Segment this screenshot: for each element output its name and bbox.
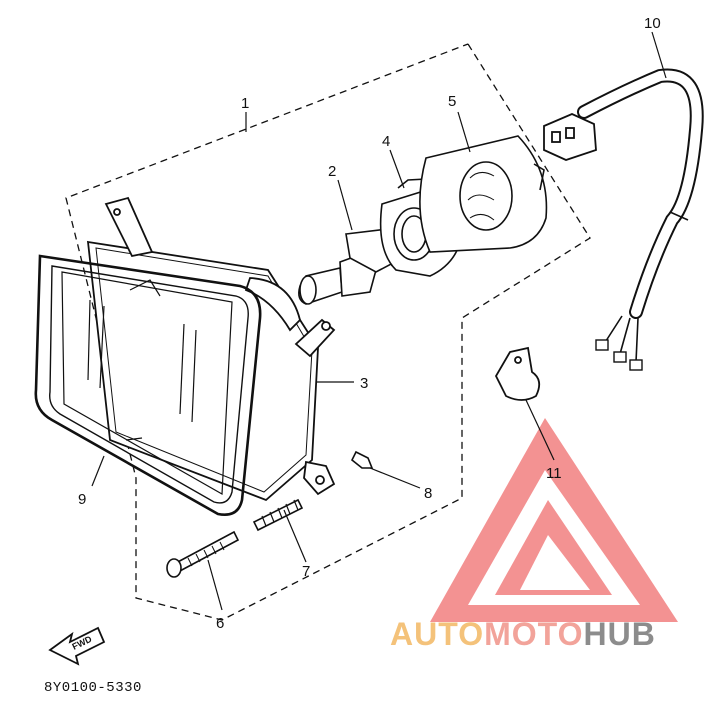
spring-nut [350, 450, 374, 469]
headlight-rim [34, 254, 262, 516]
watermark-part-moto: MOTO [484, 616, 584, 652]
leader-lines [91, 31, 667, 611]
diagram-code: 8Y0100-5330 [44, 680, 142, 696]
callout-7: 7 [302, 563, 310, 580]
harness-connector [543, 113, 597, 161]
adjusting-screw [166, 530, 240, 578]
watermark-part-auto: AUTO [390, 616, 485, 652]
rubber-cover [419, 135, 548, 253]
headlight-lens [61, 271, 233, 496]
watermark-logo-icon [430, 418, 678, 622]
adjusting-spring [252, 498, 304, 532]
wire-clamp [494, 346, 541, 401]
callout-5: 5 [448, 93, 456, 110]
wire-harness [577, 68, 704, 371]
callout-8: 8 [424, 485, 432, 502]
watermark-part-hub: HUB [583, 616, 656, 652]
callout-11: 11 [546, 465, 562, 482]
callout-4: 4 [382, 133, 390, 150]
assembly-boundary-dashed [65, 43, 591, 621]
callout-9: 9 [78, 491, 86, 508]
callout-6: 6 [216, 615, 224, 632]
watermark-text: AUTOMOTOHUB [390, 616, 656, 653]
headlight-housing [86, 196, 336, 502]
callout-10: 10 [644, 15, 661, 32]
callout-2: 2 [328, 163, 336, 180]
forward-arrow-icon: FWD [48, 626, 106, 666]
callout-3: 3 [360, 375, 368, 392]
callout-1: 1 [241, 95, 249, 112]
